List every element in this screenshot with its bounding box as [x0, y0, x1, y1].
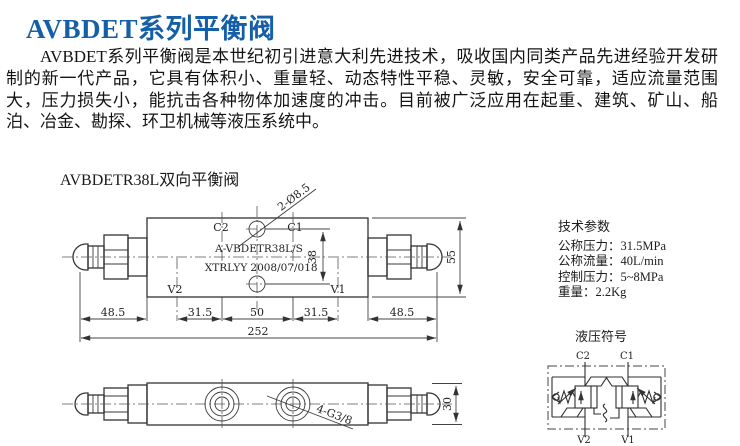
tech-param-item: 公称流量：40L/min — [558, 254, 664, 269]
symbol-label-v1: V1 — [620, 435, 635, 446]
tech-param-item: 重量：2.2Kg — [558, 284, 627, 299]
dim-48-5-right: 48.5 — [390, 306, 415, 319]
dim-48-5-left: 48.5 — [101, 306, 126, 319]
adjust-arrow — [636, 387, 656, 405]
section-subtitle: AVBDETR38L双向平衡阀 — [60, 172, 240, 189]
tech-param-item: 公称压力：31.5MPa — [558, 239, 666, 253]
port-note: 4-G3/8 — [315, 402, 354, 427]
dome-cap — [426, 392, 441, 416]
technical-drawing: C2 C1 V2 V1 A-VBDETR38L/S XTRLYY 2008/07… — [62, 183, 666, 446]
hydraulic-symbol-heading: 液压符号 — [575, 329, 628, 344]
tech-params-heading: 技术参数 — [558, 219, 611, 234]
hydraulic-symbol: C2 C1 V2 V1 — [547, 351, 666, 446]
adjust-arrow — [557, 387, 577, 405]
port-label-c1: C1 — [287, 221, 302, 234]
model-text: A-VBDETR38L/S — [214, 243, 303, 255]
pilot-crossover — [593, 403, 620, 423]
symbol-boundary — [547, 365, 666, 430]
dim-50: 50 — [250, 306, 264, 319]
dim-252: 252 — [248, 325, 269, 338]
symbol-label-v2: V2 — [576, 435, 591, 446]
port-note-leader — [266, 395, 354, 430]
port-bore-left — [204, 386, 240, 422]
dim-55: 55 — [445, 250, 458, 264]
port-label-v1: V1 — [330, 283, 346, 296]
port-bore-right — [275, 386, 311, 422]
dim-30: 30 — [441, 397, 454, 411]
date-text: 2008/07/018 — [250, 262, 317, 274]
brand-text: XTRLYY — [205, 262, 249, 274]
page-title: AVBDET系列平衡阀 — [26, 14, 276, 44]
dim-31-5-right: 31.5 — [304, 306, 329, 319]
counterbalance-element-left — [551, 376, 609, 418]
hole-note-leader — [237, 188, 317, 248]
dim-38: 38 — [306, 250, 319, 264]
valve-bottom-view: 4-G3/8 30 — [62, 379, 462, 430]
dome-cap — [74, 392, 89, 416]
port-label-c2: C2 — [213, 221, 228, 234]
dome-cap — [72, 243, 89, 271]
intro-paragraph: AVBDET系列平衡阀是本世纪初引进意大利先进技术，吸收国内同类产品先进经验开发… — [6, 47, 718, 132]
port-label-v2: V2 — [167, 283, 183, 296]
valve-front-view: C2 C1 V2 V1 A-VBDETR38L/S XTRLYY 2008/07… — [62, 183, 466, 342]
dome-cap — [426, 243, 443, 271]
counterbalance-element-right — [604, 376, 662, 418]
symbol-label-c1: C1 — [620, 351, 634, 362]
hole-note: 2-Ø8.5 — [275, 183, 313, 214]
symbol-label-c2: C2 — [576, 351, 590, 362]
tech-params: 技术参数 公称压力：31.5MPa 公称流量：40L/min 控制压力：5~8M… — [558, 216, 666, 300]
tech-param-item: 控制压力：5~8MPa — [558, 269, 664, 284]
crossover-hook — [602, 403, 608, 423]
dim-31-5-left: 31.5 — [188, 306, 213, 319]
centerlines-vertical — [176, 206, 339, 321]
